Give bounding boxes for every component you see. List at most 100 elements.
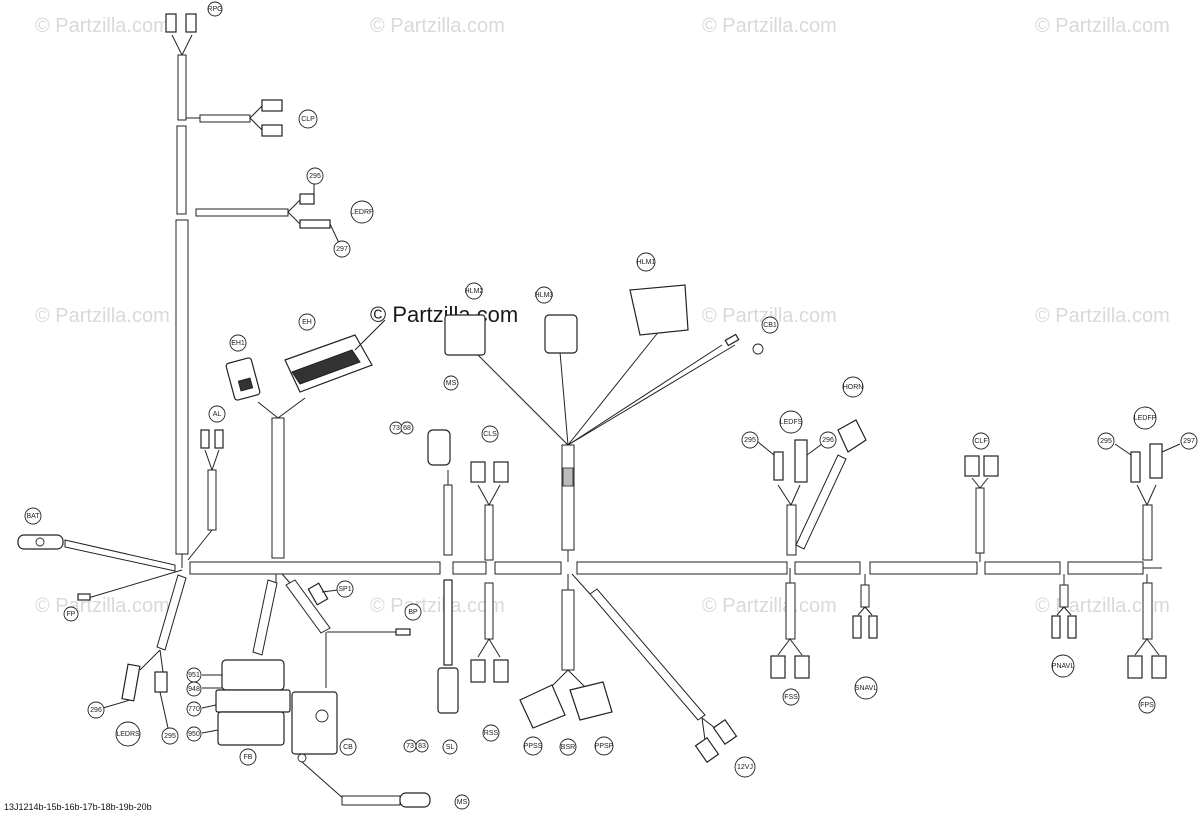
fuse-holder [1051,615,1061,639]
connector-plug [964,455,980,477]
horn-connector [837,419,867,453]
watermark: © Partzilla.com [702,15,837,37]
branch-sleeve [786,504,797,556]
branch-sleeve [207,469,217,531]
label-951: 951 [188,672,200,679]
watermark: © Partzilla.com [702,305,837,327]
fuse-box [221,659,285,691]
circuit-breaker [291,691,338,755]
ledrs-branch: 296 295 LEDRS [87,574,187,747]
label-770: 770 [188,706,200,713]
horn-sleeve [795,454,847,550]
label-clp: CLP [301,116,315,123]
branch-sleeve [1059,584,1069,608]
fuse-holder [1067,615,1077,639]
branch-sleeve [252,579,278,656]
watermark: © Partzilla.com [370,15,505,37]
connector-plug [261,99,283,112]
label-cb: CB [343,744,353,751]
label-73: 73 [406,743,414,750]
fuse-holder [852,615,862,639]
ledfs-branch: 295 296 LEDFS HORN [741,376,867,556]
ring-terminal [395,628,411,636]
ppsp-connector [569,681,613,721]
label-296: 296 [90,707,102,714]
connector-plug [1151,655,1167,679]
rpg-connector: RPG [165,1,223,33]
branch-sleeve [285,579,331,634]
watermark-layer: © Partzilla.com © Partzilla.com © Partzi… [35,15,1170,617]
label-horn: HORN [843,384,864,391]
cb-sleeve [341,795,401,806]
trunk-sleeve [576,561,788,575]
sensor-connector [427,429,451,466]
ledrp-branch: 295 297 LEDRP [195,167,374,258]
connector-plug [121,663,141,702]
label-950: 950 [188,731,200,738]
connector-plug [493,461,509,483]
branch-sleeve [1142,504,1153,561]
connector-plug [794,439,808,483]
branch-sleeve [195,208,289,217]
bat-sleeve [64,539,176,572]
hlm-branch: HLM2 HLM3 HLM1 MS CB1 [443,252,779,562]
watermark: © Partzilla.com [35,305,170,327]
label-fb: FB [244,754,253,761]
branch-sleeve [443,484,453,556]
branch-sleeve [484,504,494,561]
al-branch: AL [187,405,226,561]
label-sl: SL [446,744,455,751]
label-rss: RSS [484,730,499,737]
label-hlm2: HLM2 [465,288,484,295]
branch-sleeve [156,574,187,651]
label-ledfp: LEDFP [1134,415,1157,422]
label-hlm3: HLM3 [535,292,554,299]
label-eh: EH [302,319,312,326]
trunk-sleeve [494,561,562,575]
watermark: © Partzilla.com [35,15,170,37]
eh-branch: EH1 EH [225,313,386,559]
ring-terminal [77,593,91,601]
label-ledrs: LEDRS [116,731,140,738]
branch-sleeve [1142,582,1153,640]
clp-branch: CLP [186,99,318,137]
label-73: 73 [392,425,400,432]
connector-plug [165,13,177,33]
label-ppss: PPSS [524,743,543,750]
pnavl-branch: PNAVL [1051,574,1077,678]
label-snavl: SNAVL [855,685,878,692]
branch-sleeve [785,582,796,640]
footer: MS 13J1214b-15b-16b-17b-18b-19b-20b [4,794,470,812]
eh1-connector [225,357,261,401]
label-pnavl: PNAVL [1052,663,1075,670]
fuse-box-base [217,711,285,746]
branch-sleeve [199,114,251,123]
trunk-sleeve [177,54,187,121]
label-sp1: SP1 [338,586,351,593]
snavl-branch: SNAVL [852,574,878,700]
connector-plug [261,124,283,137]
sl-branch: 73 68 73 83 SL [389,421,459,755]
label-948: 948 [188,686,200,693]
trunk-sleeve [1067,561,1144,575]
12vj-branch: 12VJ [571,573,756,778]
branch-sleeve [561,444,575,551]
label-ppsp: PPSP [595,743,614,750]
trunk-sleeve [175,219,189,555]
fp-wire: FP [63,569,183,622]
label-295: 295 [744,437,756,444]
ledfp-branch: 295 297 LEDFP [1097,406,1198,561]
ring-terminal [724,333,740,347]
label-al: AL [213,411,222,418]
branch-sleeve [443,579,453,666]
fb-branch: 951 948 770 950 FB [186,574,291,766]
label-297: 297 [336,246,348,253]
label-fp: FP [67,611,76,618]
connector-plug [185,13,197,33]
label-296: 296 [822,437,834,444]
label-ledrp: LEDRP [350,209,374,216]
connector-plug [694,736,720,764]
label-hlm1: HLM1 [637,259,656,266]
connector-plug [983,455,999,477]
connector-plug [299,219,331,229]
